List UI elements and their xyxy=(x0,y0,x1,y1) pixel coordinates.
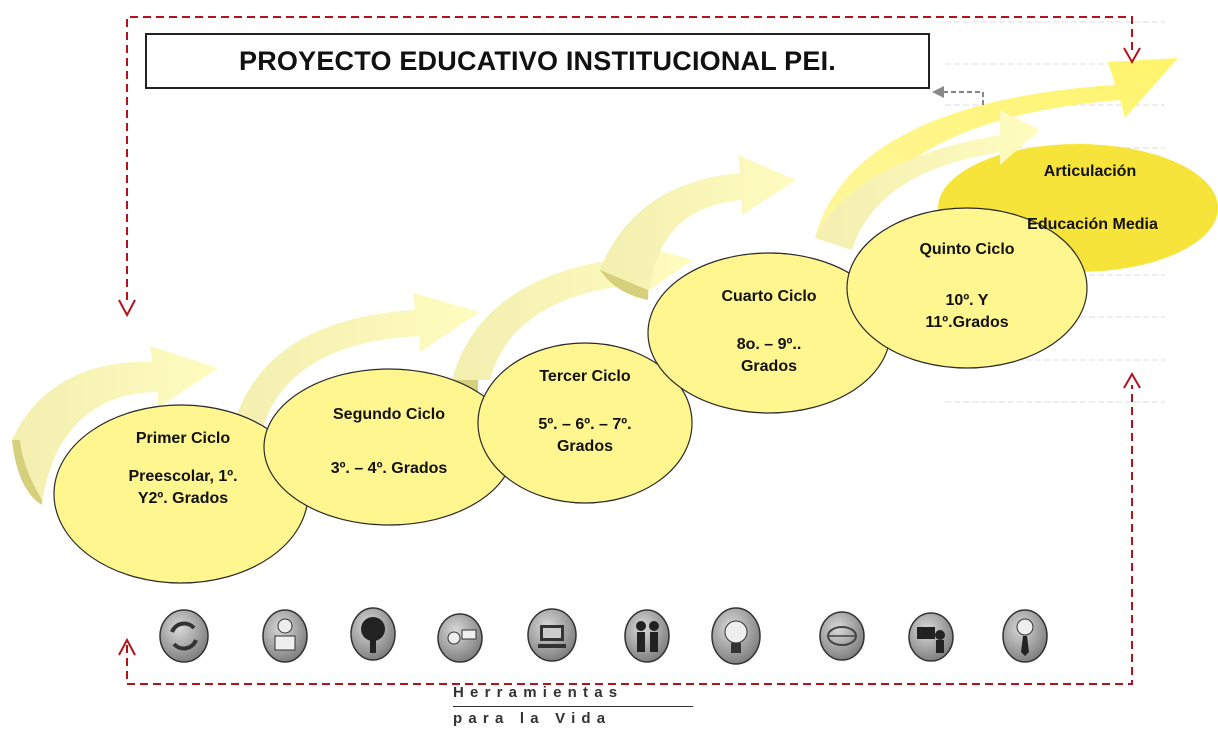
articulation-line-1: Articulación xyxy=(1043,163,1137,180)
cycle-2-detail-1: 3º. – 4º. Grados xyxy=(330,460,448,477)
cycle-4-label: Cuarto Ciclo 8o. – 9º.. Grados xyxy=(689,289,849,375)
icons-row xyxy=(159,607,1048,665)
cycle-2-name: Segundo Ciclo xyxy=(333,406,445,423)
cycle-1-name: Primer Ciclo xyxy=(135,430,231,447)
cycle-3-name: Tercer Ciclo xyxy=(539,368,631,385)
dashed-frame xyxy=(126,16,1133,685)
computer-icon xyxy=(527,608,577,662)
cycle-3-detail-1: 5º. – 6º. – 7º. xyxy=(538,416,632,433)
page-title: PROYECTO EDUCATIVO INSTITUCIONAL PEI. xyxy=(239,45,836,76)
cycle-5-label: Quinto Ciclo 10º. Y 11º.Grados xyxy=(887,242,1047,331)
cycle-5-detail-1: 10º. Y xyxy=(945,292,989,309)
arrowhead-left-down xyxy=(118,299,136,318)
arrowhead-right-up xyxy=(1123,371,1141,389)
lightbulb-icon xyxy=(711,607,761,665)
cycle-ellipse-3 xyxy=(477,342,693,504)
student-board-icon xyxy=(437,613,483,663)
arrows xyxy=(12,110,1040,505)
cycle-5-name: Quinto Ciclo xyxy=(919,241,1015,258)
cycle-1-detail-2: Y2º. Grados xyxy=(137,490,229,507)
footer-rule xyxy=(453,706,693,707)
cycle-arrows-icon xyxy=(159,609,209,663)
tree-icon xyxy=(350,607,396,661)
cycle-3-detail-2: Grados xyxy=(556,438,613,455)
globe-icon xyxy=(819,611,865,661)
cycle-3-label: Tercer Ciclo 5º. – 6º. – 7º. Grados xyxy=(505,369,665,455)
cycle-ellipse-5 xyxy=(846,207,1088,369)
reading-child-icon xyxy=(262,609,308,663)
people-icon xyxy=(624,609,670,663)
arrowhead-left-up xyxy=(118,637,136,656)
title-box: PROYECTO EDUCATIVO INSTITUCIONAL PEI. xyxy=(145,33,930,89)
grey-connector xyxy=(932,86,984,105)
cycle-2-label: Segundo Ciclo 3º. – 4º. Grados xyxy=(309,407,469,477)
cycle-4-detail-1: 8o. – 9º.. xyxy=(736,336,802,353)
cycle-4-detail-2: Grados xyxy=(740,358,797,375)
arrowhead-right-down xyxy=(1123,47,1141,65)
cycle-1-detail-1: Preescolar, 1º. xyxy=(128,468,238,485)
cycle-ellipses xyxy=(53,207,1088,584)
teacher-board-icon xyxy=(908,612,954,662)
person-tie-icon xyxy=(1002,609,1048,663)
footer-logo: Herramientas para la Vida xyxy=(453,684,763,728)
cycle-5-detail-2: 11º.Grados xyxy=(925,314,1009,331)
frame-arrowheads xyxy=(118,47,1141,656)
cycle-4-name: Cuarto Ciclo xyxy=(721,288,817,305)
footer-line-1: Herramientas xyxy=(453,684,624,701)
articulation-line-2: Educación Media xyxy=(1027,216,1158,233)
cycle-1-label: Primer Ciclo Preescolar, 1º. Y2º. Grados xyxy=(103,431,263,507)
footer-line-2: para la Vida xyxy=(453,710,612,727)
